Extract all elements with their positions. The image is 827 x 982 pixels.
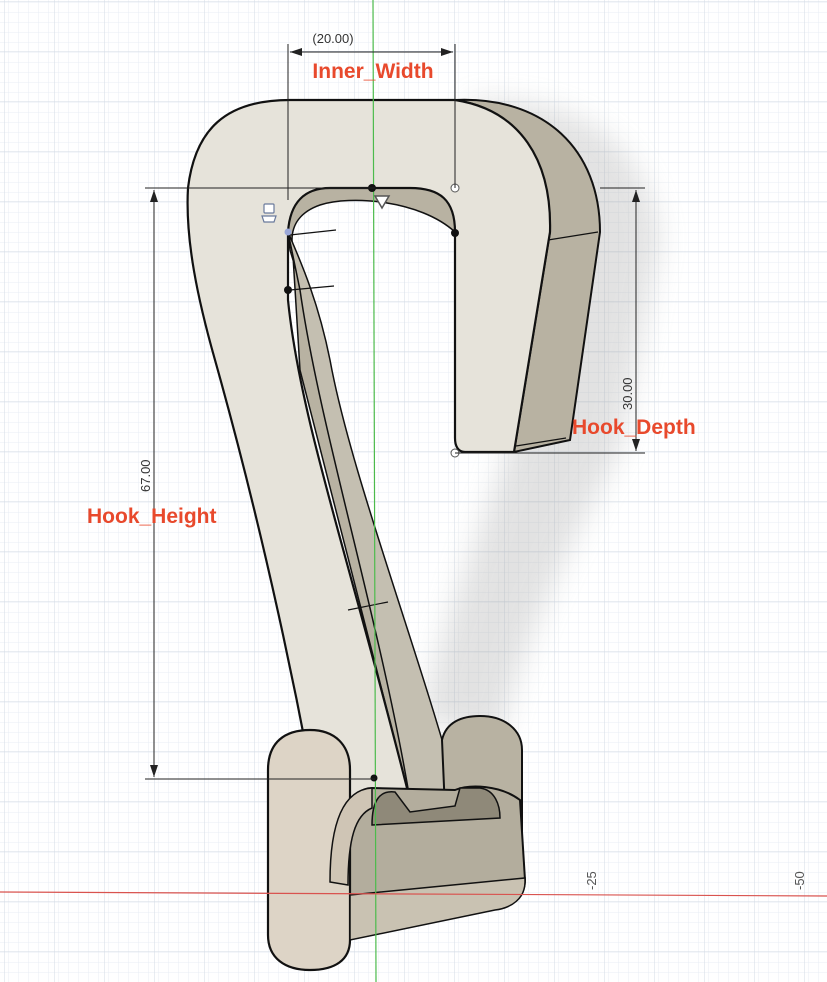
y-axis-line xyxy=(372,0,377,982)
sketch-point[interactable] xyxy=(284,228,292,236)
sketch-profile-icon[interactable] xyxy=(261,203,277,223)
hook-body[interactable] xyxy=(186,98,602,894)
sketch-point[interactable] xyxy=(451,229,459,237)
foot-front-block-side xyxy=(329,787,373,886)
edge-segment xyxy=(289,229,337,236)
edge-segment xyxy=(515,437,567,447)
hook-front-face xyxy=(186,98,552,894)
axis-tick-label: -50 xyxy=(792,871,807,890)
x-axis-line xyxy=(0,891,827,897)
hook-height-parameter: Hook_Height xyxy=(87,505,217,528)
sketch-point[interactable] xyxy=(284,286,292,294)
inner-width-value: (20.00) xyxy=(312,31,353,46)
edge-segment xyxy=(347,601,389,611)
inner-width-dimension[interactable]: (20.00) Inner_Width xyxy=(287,31,456,200)
hook-stem-inner-face xyxy=(287,231,456,801)
edge-segment xyxy=(547,231,599,241)
hook-depth-dimension[interactable]: 30.00 Hook_Depth xyxy=(455,187,696,454)
edge-segment xyxy=(289,285,335,291)
hook-height-value: 67.00 xyxy=(138,459,153,492)
hook-height-dimension[interactable]: 67.00 Hook_Height xyxy=(87,187,375,780)
hook-depth-value: 30.00 xyxy=(620,377,635,410)
hook-depth-parameter: Hook_Depth xyxy=(572,416,696,439)
sketch-point[interactable] xyxy=(370,774,378,782)
inner-width-parameter: Inner_Width xyxy=(312,60,433,83)
axis-tick-label: -25 xyxy=(584,871,599,890)
triangle-constraint-icon[interactable] xyxy=(373,195,391,210)
